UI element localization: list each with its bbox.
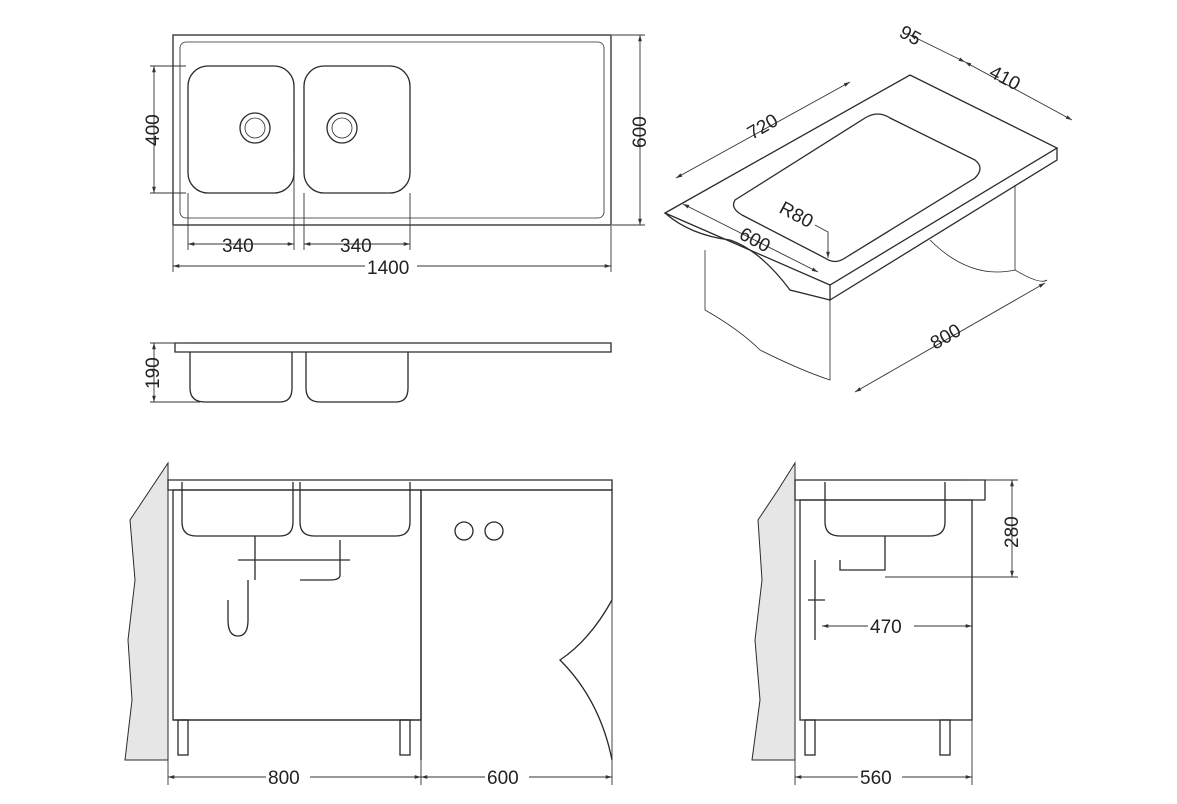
dim-drain-distance: 470 (870, 617, 902, 638)
drain-siphon (808, 536, 886, 640)
dim-iso-length: 720 (744, 110, 782, 144)
dim-cabinet-right: 600 (487, 768, 519, 789)
isometric-view: 720 95 410 600 R80 800 (663, 22, 1073, 393)
left-bowl (187, 65, 295, 194)
dim-iso-offset: 95 (896, 22, 925, 50)
left-drain-icon (239, 112, 271, 144)
dim-cabinet-left: 800 (268, 768, 300, 789)
side-view: 190 (143, 342, 612, 403)
dim-overall-depth: 600 (630, 116, 651, 148)
dim-overall-width: 1400 (367, 258, 409, 279)
side-installation-view: 280 470 560 (751, 461, 1023, 789)
dim-right-bowl-width: 340 (340, 236, 372, 257)
drain-siphon (227, 536, 350, 637)
dim-sink-depth: 190 (143, 357, 164, 389)
tap-hole-icon (484, 521, 504, 541)
right-drain-icon (326, 112, 358, 144)
right-bowl (303, 65, 411, 194)
dim-side-height: 280 (1002, 516, 1023, 548)
tap-hole-icon (454, 521, 474, 541)
wall (124, 461, 169, 761)
top-view: 400 600 340 340 1400 (143, 34, 651, 279)
front-installation-view: 800 600 (124, 461, 613, 789)
dim-left-bowl-width: 340 (222, 236, 254, 257)
dim-side-cabinet: 560 (860, 768, 892, 789)
dim-iso-cabinet: 800 (927, 320, 965, 354)
dim-bowl-height: 400 (143, 114, 164, 146)
